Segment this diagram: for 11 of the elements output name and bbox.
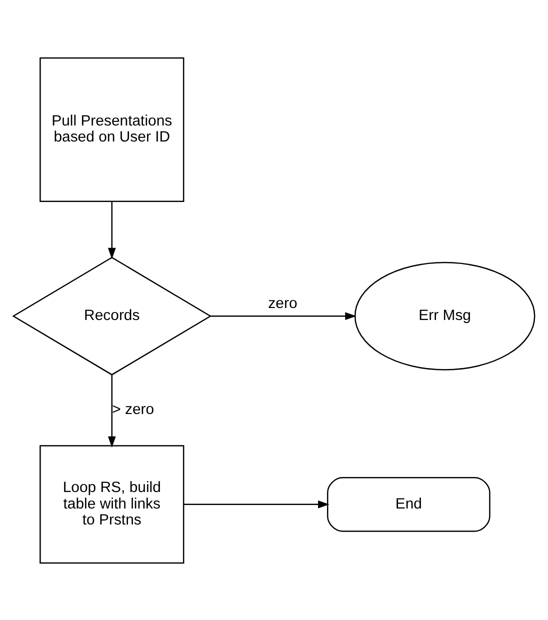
node-box: Pull Presentations based on User ID [40,56,184,202]
arrow [210,312,356,320]
edge-label: zero [268,294,298,312]
edge-label: > zero [112,400,154,418]
node-diamond: Records [12,256,212,375]
arrow [108,201,116,259]
arrow [184,500,330,508]
node-box: Loop RS, build table with links to Prstns [40,444,184,564]
node-box: End [327,476,490,532]
node-ellipse: Err Msg [354,261,536,370]
arrow [108,374,116,448]
